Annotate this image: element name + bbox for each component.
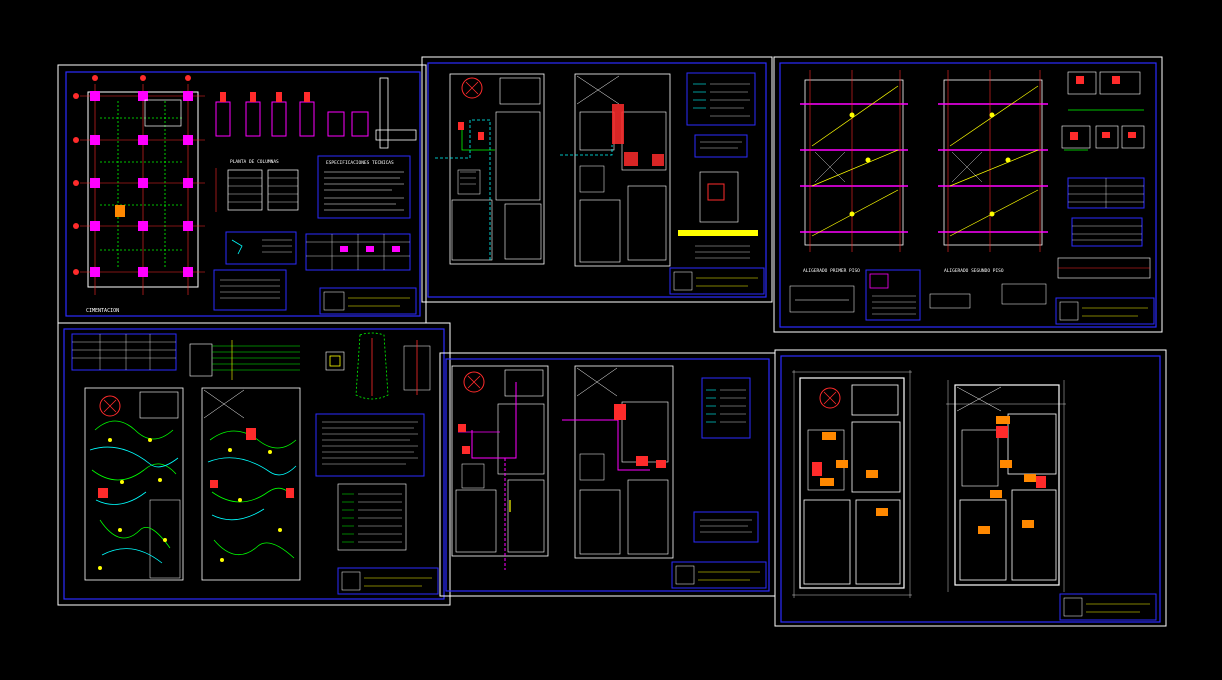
electrical-second-floor (201, 387, 301, 581)
grounding-well-detail (325, 332, 431, 400)
brick-wall-detail (215, 168, 299, 212)
single-line-diagram (189, 340, 300, 380)
sheet2-title-block (669, 267, 765, 295)
slab-first-floor (800, 70, 908, 252)
beam-details (1057, 71, 1151, 279)
sheet-water-supply-plan (439, 352, 776, 597)
sheet1-title-block (319, 287, 417, 315)
sheet-sanitary-plan (421, 56, 773, 303)
technical-spec-box: ESPECIFICACIONES TECNICAS (317, 155, 411, 219)
sheet6-title-block (1059, 593, 1157, 621)
architecture-second-floor (946, 380, 1066, 592)
electrical-first-floor (84, 387, 184, 581)
column-sections (215, 77, 417, 149)
sheet5-title-block (671, 561, 767, 589)
sheet1-section-title: PLANTA DE COLUMNAS (230, 159, 279, 165)
sheet1-caption: CIMENTACION (86, 308, 119, 314)
slab-second-floor (938, 70, 1048, 252)
sheet3-left-caption: ALIGERADO PRIMER PISO (803, 268, 860, 274)
slab-details-row (789, 269, 1047, 321)
sheet4-title-block (337, 567, 439, 595)
water-second-floor (562, 365, 674, 559)
sanitary-second-floor (560, 73, 671, 267)
water-first-floor (451, 365, 549, 570)
sheet-architecture-plan (774, 349, 1167, 627)
architecture-first-floor (792, 370, 912, 598)
electrical-notes (315, 413, 425, 551)
sheet3-right-caption: ALIGERADO SEGUNDO PISO (944, 268, 1004, 274)
column-schedule-tables (213, 231, 411, 311)
water-legend (693, 377, 759, 543)
sanitary-legend (678, 72, 758, 259)
sheet3-title-block (1055, 297, 1155, 325)
electrical-load-table (71, 333, 177, 371)
foundation-floor-plan (73, 75, 205, 295)
sheet1-spec-title: ESPECIFICACIONES TECNICAS (326, 160, 394, 166)
sheet-slab-framing: ALIGERADO PRIMER PISO ALIGERADO SEGUNDO … (773, 56, 1163, 333)
sheet-foundation-plan: CIMENTACION (57, 64, 427, 324)
sheet-electrical-plan (57, 322, 451, 606)
sanitary-first-floor (435, 73, 545, 265)
